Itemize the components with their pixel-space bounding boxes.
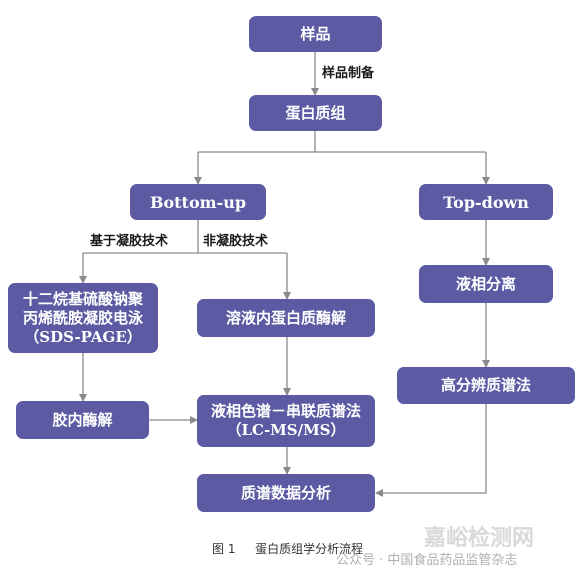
node-sample: 样品 [249,16,382,52]
arrow-highres-to-analysis [375,404,487,497]
sds-page-line-3: （SDS-PAGE） [24,327,142,346]
node-solution-digest: 溶液内蛋白质酶解 [197,299,375,337]
node-liquid-separation: 液相分离 [419,265,553,303]
sds-page-line-2: 丙烯酰胺凝胶电泳 [22,308,143,327]
sds-page-line-1: 十二烷基硫酸钠聚 [22,289,143,308]
lc-ms-line-2: （LC-MS/MS） [226,421,346,439]
watermark-site: 嘉峪检测网 [424,526,535,551]
node-top-down: Top-down [419,184,553,220]
lc-ms-line-1: 液相色谱－串联质谱法 [210,402,361,420]
node-sds-page: 十二烷基硫酸钠聚 丙烯酰胺凝胶电泳 （SDS-PAGE） [8,283,158,353]
watermark-account: 公众号 · 中国食品药品监管杂志 [336,553,518,568]
node-ms-analysis: 质谱数据分析 [197,474,375,512]
label-gel-based: 基于凝胶技术 [90,234,169,249]
figure-number: 图 1 [212,542,236,556]
label-gel-free: 非凝胶技术 [203,234,269,249]
figure-caption: 图 1 蛋白质组学分析流程 [212,540,363,557]
node-proteome: 蛋白质组 [249,95,382,131]
label-sample-prep: 样品制备 [322,66,375,81]
node-in-gel-digest: 胶内酶解 [16,401,149,439]
figure-title: 蛋白质组学分析流程 [255,542,364,556]
node-high-res-ms: 高分辨质谱法 [397,367,575,404]
node-lc-ms: 液相色谱－串联质谱法 （LC-MS/MS） [197,395,375,447]
node-bottom-up: Bottom-up [130,184,266,220]
